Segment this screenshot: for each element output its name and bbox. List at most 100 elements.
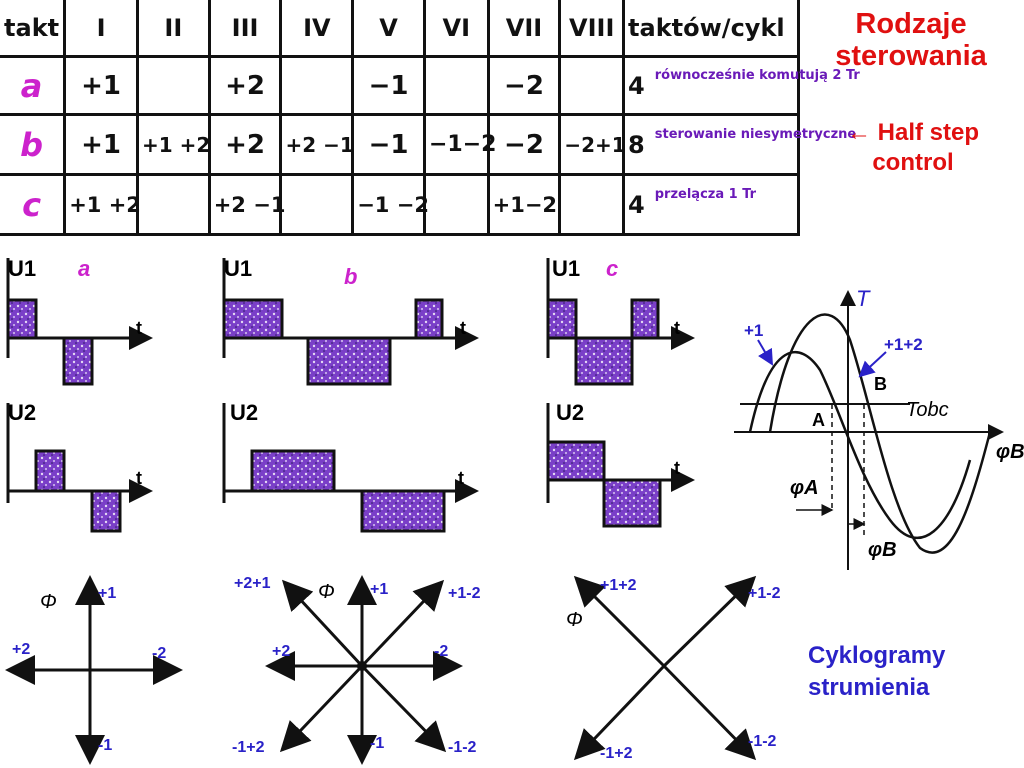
row-label: b [0, 113, 67, 176]
row-label: a [0, 55, 67, 116]
count-note-cell: 4 przelącza 1 Tr [622, 173, 800, 236]
table-cell [279, 173, 355, 236]
pulse [34, 449, 66, 493]
table-cell: −1 −2 [351, 173, 429, 236]
row-note: sterowanie niesymetryczne [654, 126, 857, 142]
row-note: przelącza 1 Tr [654, 186, 757, 202]
table-cell: +2 −1 [207, 173, 285, 236]
header-count: taktów/cykl [622, 0, 800, 58]
table-header-row: takt I II III IV V VI VII VIII taktów/cy… [0, 0, 800, 58]
pulse [546, 298, 578, 340]
flux-vector [360, 579, 445, 668]
waveform-label: a [78, 256, 90, 281]
table-cell [135, 173, 211, 236]
u1-label: U1 [224, 256, 252, 281]
flux-diagram-b: Φ +1 +2+1 +1-2 +2 -2 -1+2 -1 -1-2 [232, 575, 481, 765]
flux-vector [573, 575, 666, 668]
pointer-arrow [858, 351, 887, 378]
count-value: 4 [628, 71, 645, 100]
cyklogram-line: Cyklogramy [808, 642, 946, 669]
header-col: III [207, 0, 283, 58]
point-A-label: A [812, 410, 825, 430]
flux-label: -1 [98, 737, 112, 754]
pulse [306, 336, 392, 386]
flux-origin [357, 661, 367, 671]
table-cell [422, 55, 490, 116]
table-cell: +2 −1 [279, 113, 355, 176]
table-cell: +1 [63, 113, 139, 176]
header-col: VII [486, 0, 562, 58]
u1-label: U1 [552, 256, 580, 281]
pulse [602, 478, 662, 528]
curve-label-plus1: +1 [744, 321, 763, 340]
curve-label-plus12: +1+2 [884, 335, 923, 354]
title-line: Rodzaje [855, 8, 967, 40]
row-note: równocześnie komutują 2 Tr [654, 67, 860, 83]
flux-label: -1 [370, 735, 384, 752]
header-col: II [135, 0, 211, 58]
pulse [630, 298, 660, 340]
phiB-label: φB [868, 539, 897, 561]
row-label: c [0, 173, 67, 236]
flux-label: +1-2 [448, 585, 481, 602]
flux-label: +2 [12, 641, 30, 658]
half-step-line: control [872, 149, 954, 176]
header-col: V [351, 0, 426, 58]
flux-diagram-a: Φ +1 +2 -2 -1 [4, 575, 183, 765]
flux-label: -2 [434, 643, 448, 660]
flux-label: -1-2 [448, 739, 477, 756]
phiA-label: φA [790, 477, 819, 499]
flux-phi-label: Φ [40, 591, 57, 613]
table-cell: −2+1 [558, 113, 626, 176]
table-cell: −1−2 [422, 113, 496, 176]
flux-label: +2 [272, 643, 290, 660]
u1-label: U1 [8, 256, 36, 281]
flux-label: -2 [152, 645, 166, 662]
flux-vector [279, 664, 364, 753]
flux-vector [573, 664, 666, 761]
table-cell: +1 [63, 55, 139, 116]
count-value: 4 [628, 190, 645, 219]
cyklogram-caption: Cyklogramy strumienia [808, 640, 1008, 704]
pulse [222, 298, 284, 340]
flux-label: +1 [370, 581, 388, 598]
pulse [6, 298, 38, 340]
torque-T-label: T [856, 286, 871, 311]
count-value: 8 [628, 130, 645, 159]
t-label: t [136, 318, 142, 338]
header-col: IV [279, 0, 355, 58]
cyklogram-line: strumienia [808, 674, 930, 701]
voltage-waveforms: a U1 t U2 t b U1 t U2 t c U1 t [6, 256, 695, 533]
tobc-label: Tobc [906, 399, 949, 421]
flux-label: -1+2 [600, 745, 633, 762]
flux-vector [360, 664, 447, 753]
table-cell: −1 [351, 55, 426, 116]
title-line: sterowania [835, 40, 987, 72]
pulse [250, 449, 336, 493]
flux-diagram-c: Φ +1+2 +1-2 -1+2 -1-2 [566, 575, 781, 762]
flux-vector [662, 664, 757, 761]
table-cell: −2 [486, 113, 562, 176]
u2-label: U2 [8, 400, 36, 425]
table-cell [279, 55, 355, 116]
pulse [90, 489, 122, 533]
flux-cyclograms: Φ +1 +2 -2 -1 Φ +1 +2+1 +1-2 +2 -2 -1+2 … [4, 575, 781, 765]
half-step-caption: ← Half step control [818, 118, 1008, 178]
t-label: t [458, 468, 464, 488]
flux-label: -1+2 [232, 739, 265, 756]
table-cell [422, 173, 490, 236]
count-note-cell: 8 sterowanie niesymetryczne [622, 113, 856, 176]
table-cell: +1−2 [486, 173, 562, 236]
flux-label: +1+2 [600, 577, 637, 594]
waveform-label: b [344, 264, 357, 289]
flux-phi-label: Φ [318, 581, 335, 603]
count-note-cell: 4 równocześnie komutują 2 Tr [622, 55, 860, 116]
table-cell [135, 55, 211, 116]
header-col: I [63, 0, 139, 58]
header-takt: takt [0, 0, 67, 58]
t-label: t [136, 468, 142, 488]
u2-label: U2 [556, 400, 584, 425]
waveform-group-c: c U1 t U2 t [546, 256, 695, 528]
